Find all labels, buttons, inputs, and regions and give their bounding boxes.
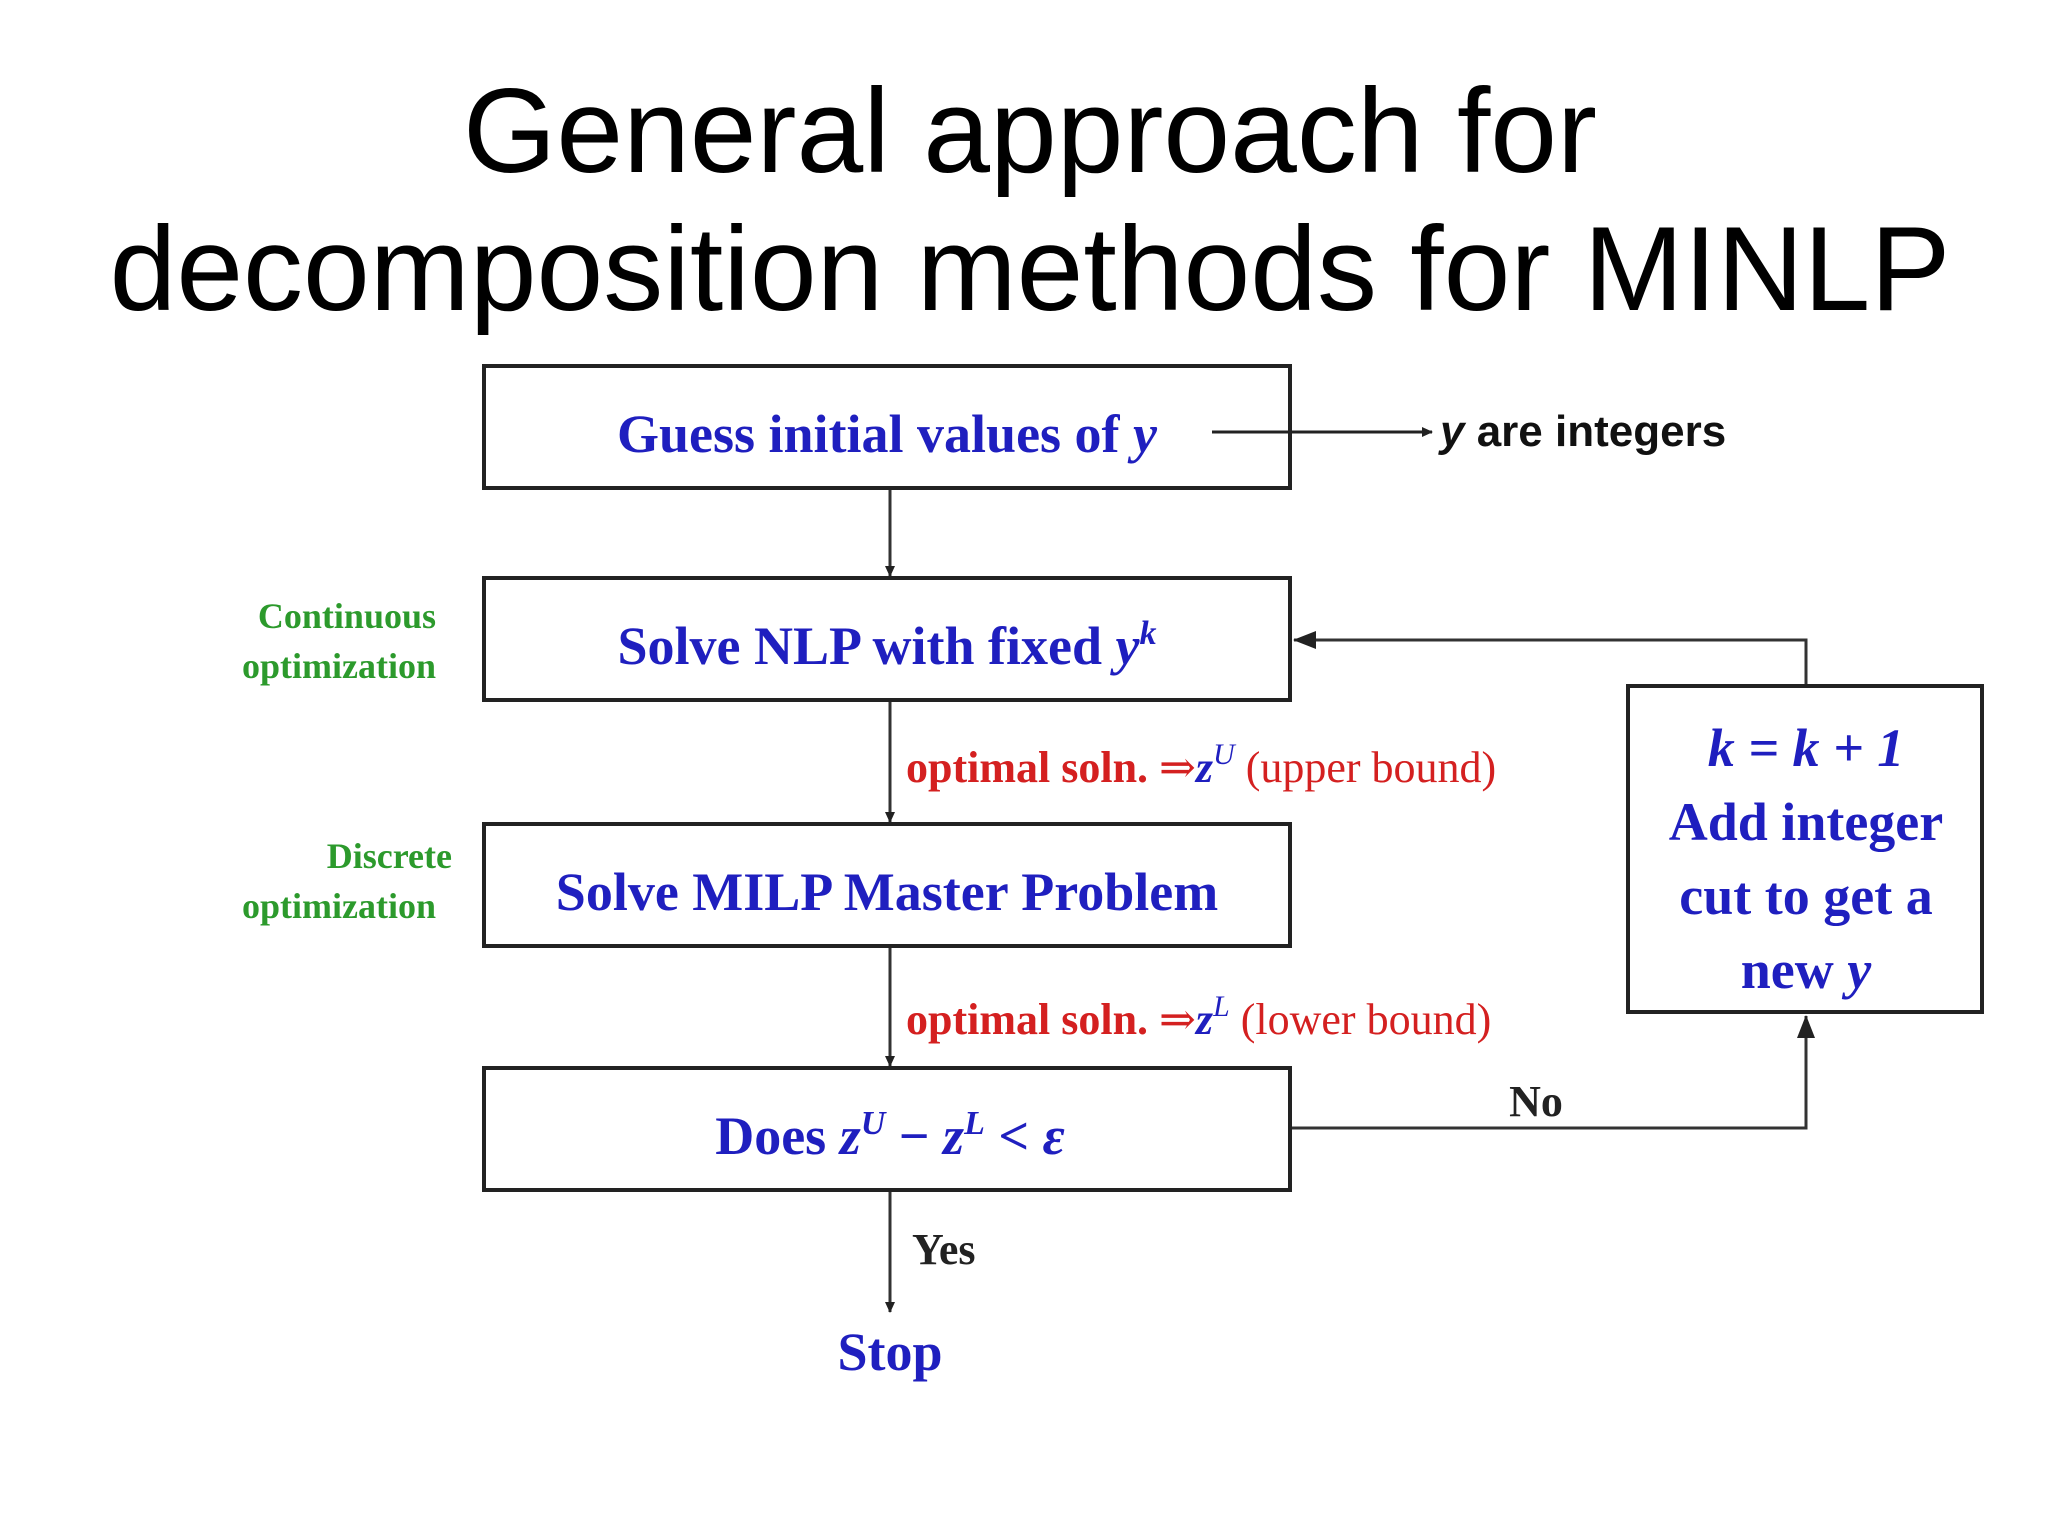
stop-label: Stop bbox=[837, 1322, 942, 1382]
yes-label: Yes bbox=[912, 1225, 976, 1274]
integers-note: y are integers bbox=[1438, 407, 1726, 456]
discrete-label-1: Discrete bbox=[327, 836, 452, 876]
update-line-2: Add integer bbox=[1669, 792, 1943, 852]
update-line-3: cut to get a bbox=[1679, 866, 1932, 926]
lower-bound-note: optimal soln. ⇒zL (lower bound) bbox=[906, 990, 1491, 1044]
title-line-2: decomposition methods for MINLP bbox=[109, 202, 1951, 336]
convergence-check-box bbox=[482, 1066, 1292, 1192]
title-line-1: General approach for bbox=[462, 64, 1598, 198]
discrete-label-2: optimization bbox=[242, 886, 436, 926]
guess-box-label: Guess initial values of y bbox=[617, 404, 1158, 464]
update-line-4: new y bbox=[1741, 940, 1873, 1000]
continuous-label-2: optimization bbox=[242, 646, 436, 686]
convergence-check-label: Does zU − zL < ε bbox=[715, 1105, 1065, 1166]
solve-milp-box bbox=[482, 822, 1292, 948]
no-label: No bbox=[1509, 1077, 1563, 1126]
guess-box bbox=[482, 364, 1292, 490]
solve-milp-label: Solve MILP Master Problem bbox=[556, 862, 1218, 922]
update-line-1: k = k + 1 bbox=[1708, 718, 1905, 778]
update-box bbox=[1626, 684, 1984, 1014]
arrow-no-to-update bbox=[1292, 1015, 1815, 1130]
continuous-label-1: Continuous bbox=[258, 596, 436, 636]
arrow-update-to-nlp bbox=[1293, 631, 1808, 684]
solve-nlp-box bbox=[482, 576, 1292, 702]
update-box-text: k = k + 1 Add integer cut to get a new y bbox=[1669, 718, 1943, 1000]
solve-nlp-label: Solve NLP with fixed yk bbox=[618, 615, 1157, 676]
upper-bound-note: optimal soln. ⇒zU (upper bound) bbox=[906, 738, 1496, 792]
slide-title: General approach for decomposition metho… bbox=[0, 62, 2048, 338]
